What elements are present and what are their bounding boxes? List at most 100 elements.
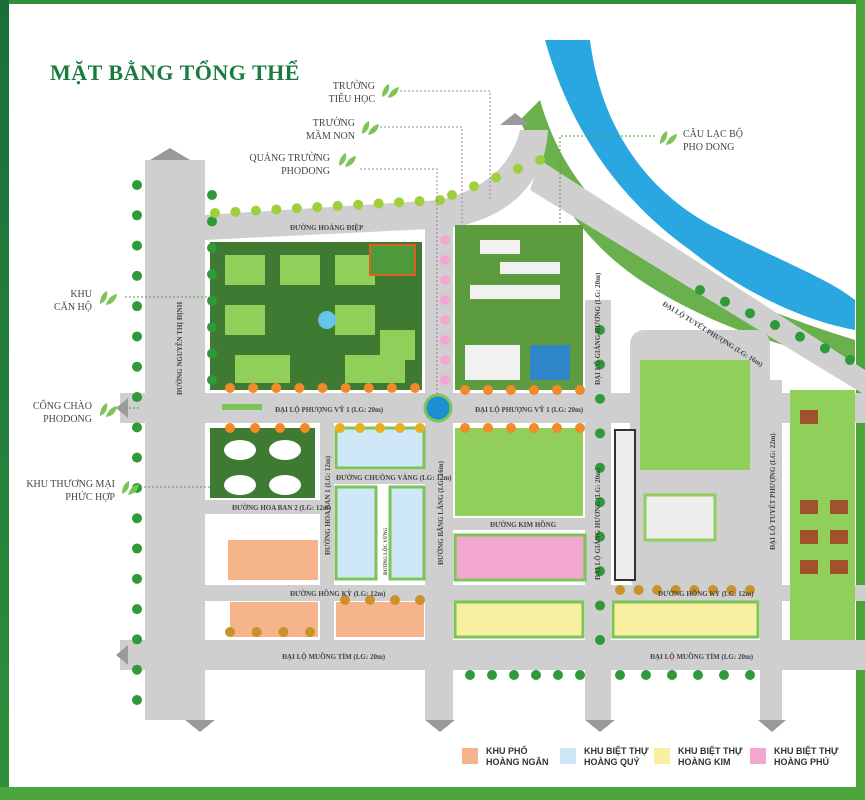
- tree: [312, 202, 323, 213]
- tree: [132, 604, 142, 615]
- commercial-towers: [224, 440, 301, 495]
- tree: [291, 203, 302, 214]
- tree: [615, 670, 625, 680]
- fountain: [318, 311, 336, 329]
- tree: [595, 531, 605, 542]
- tree: [225, 423, 235, 433]
- callout-line: CÂU LẠC BỘ: [683, 129, 744, 140]
- tree: [414, 196, 425, 207]
- lot-hoang-ngan-c: [230, 602, 318, 637]
- tree: [132, 452, 142, 463]
- arrow-icon: [185, 720, 215, 732]
- leaf-icon: [660, 131, 677, 145]
- tree: [509, 670, 519, 680]
- arrow-icon: [585, 720, 615, 732]
- tree: [278, 627, 289, 637]
- leaf-icon: [339, 153, 356, 167]
- callout-line: KHU THƯƠNG MẠI: [26, 479, 115, 490]
- legend-swatch: [462, 748, 478, 764]
- tree: [460, 423, 470, 433]
- leaf-icon: [100, 291, 117, 305]
- direction-arrows: [116, 113, 786, 732]
- tree: [575, 423, 585, 433]
- tree: [820, 343, 830, 354]
- tree: [553, 670, 563, 680]
- tree: [132, 301, 142, 312]
- tree: [207, 322, 217, 333]
- pool: [530, 345, 570, 380]
- page-title: MẶT BẰNG TỔNG THỂ: [50, 60, 300, 85]
- lot-hoang-ngan-d: [336, 602, 424, 637]
- tree: [719, 670, 729, 680]
- tree: [132, 543, 142, 554]
- callout-line: CỔNG CHÀO: [32, 401, 92, 412]
- road-hoa-ban-2: [205, 500, 325, 514]
- tree: [300, 423, 310, 433]
- tree: [440, 355, 450, 365]
- arrow-icon: [500, 113, 530, 125]
- villa-east: [790, 390, 855, 640]
- callout-cong-chao: CỔNG CHÀO PHODONG: [10, 400, 92, 426]
- tree: [132, 422, 142, 433]
- callout-line: CĂN HỘ: [53, 302, 92, 313]
- legend-line: KHU PHỐ: [486, 746, 528, 756]
- tree: [415, 423, 425, 433]
- tree: [210, 208, 220, 218]
- tree: [132, 210, 142, 221]
- tree: [652, 585, 663, 595]
- tree: [506, 423, 516, 433]
- tree: [132, 240, 142, 251]
- lot-hoang-kim-k: [453, 600, 585, 639]
- tree: [707, 585, 718, 595]
- tree: [513, 163, 523, 174]
- callout-line: PHODONG: [43, 414, 92, 425]
- tree: [693, 670, 703, 680]
- tree: [340, 383, 351, 393]
- tree: [535, 155, 545, 165]
- median-strip: [222, 404, 262, 410]
- tree: [415, 595, 425, 605]
- tree: [745, 585, 755, 595]
- tree: [317, 383, 328, 393]
- legend-swatch: [750, 748, 766, 764]
- tree: [633, 585, 644, 595]
- arrow-icon: [116, 398, 128, 418]
- tree: [132, 695, 142, 705]
- lot-hoang-ngan-b: [228, 540, 318, 580]
- tree: [595, 428, 605, 439]
- tree: [207, 242, 217, 253]
- lot-hoang-quy-f: [388, 485, 426, 581]
- callout-line: TIỂU HỌC: [328, 94, 375, 105]
- arrow-icon: [758, 720, 786, 732]
- tree: [132, 180, 142, 190]
- tree: [641, 670, 651, 680]
- road-chuong-vang: [320, 470, 430, 484]
- tree: [335, 423, 345, 433]
- callout-line: MẦM NON: [305, 131, 355, 142]
- tree: [595, 635, 605, 645]
- tree: [207, 216, 217, 227]
- legend-line: KHU BIỆT THỰ: [774, 746, 839, 756]
- tree: [770, 320, 780, 330]
- road-nguyen-thi-dinh: [145, 160, 205, 720]
- tree: [390, 595, 400, 605]
- villa-roofs: [800, 410, 848, 574]
- road-label-muong-tim-west: ĐẠI LỘ MUỒNG TÍM (LG: 20m): [282, 653, 386, 661]
- tree: [207, 269, 217, 280]
- tree: [305, 627, 315, 637]
- apartment-buildings: [225, 255, 415, 383]
- tree: [440, 275, 450, 285]
- tree: [386, 383, 397, 393]
- tree: [271, 204, 282, 215]
- leaf-icon: [100, 403, 117, 417]
- arrow-icon: [116, 645, 128, 665]
- road-label-hong-ky-east: ĐƯỜNG HỒNG KỲ (LG: 12m): [658, 590, 754, 598]
